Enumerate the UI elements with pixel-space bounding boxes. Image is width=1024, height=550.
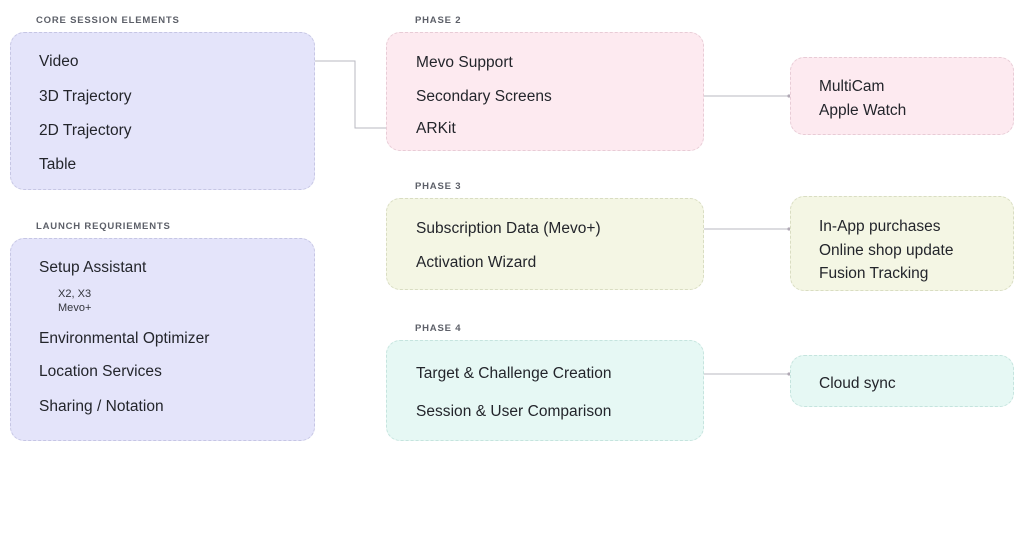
card-core-session-elements[interactable] [10, 32, 315, 190]
core-item-2d-trajectory[interactable]: 2D Trajectory [39, 122, 132, 139]
phase3-detail-in-app-purchases: In-App purchases [819, 218, 941, 235]
phase2-detail-multicam: MultiCam [819, 78, 885, 95]
phase2-detail-list: MultiCam Apple Watch [819, 75, 906, 122]
caption-core-session-elements: CORE SESSION ELEMENTS [36, 15, 180, 26]
card-phase-3[interactable] [386, 198, 704, 290]
phase3-item-subscription-data[interactable]: Subscription Data (Mevo+) [416, 220, 601, 237]
card-phase-2-detail[interactable] [790, 57, 1014, 135]
card-phase-3-detail[interactable] [790, 196, 1014, 291]
launch-subitem-mevo-plus: Mevo+ [58, 302, 92, 314]
phase3-detail-fusion-tracking: Fusion Tracking [819, 265, 929, 283]
phase4-detail-cloud-sync: Cloud sync [819, 375, 896, 392]
core-item-3d-trajectory[interactable]: 3D Trajectory [39, 88, 132, 105]
caption-launch-requirements: LAUNCH REQURIEMENTS [36, 221, 171, 232]
launch-item-environmental-optimizer[interactable]: Environmental Optimizer [39, 330, 210, 347]
core-item-video[interactable]: Video [39, 53, 79, 70]
card-phase-4[interactable] [386, 340, 704, 441]
card-phase-4-detail[interactable] [790, 355, 1014, 407]
card-phase-2[interactable] [386, 32, 704, 151]
caption-phase-3: PHASE 3 [415, 181, 462, 192]
launch-item-setup-assistant[interactable]: Setup Assistant [39, 259, 147, 276]
card-launch-requirements[interactable] [10, 238, 315, 441]
phase3-detail-online-shop-update: Online shop update [819, 241, 954, 259]
phase2-detail-apple-watch: Apple Watch [819, 101, 907, 119]
phase3-item-activation-wizard[interactable]: Activation Wizard [416, 254, 537, 271]
launch-subitem-x2-x3: X2, X3 [58, 288, 92, 300]
phase2-item-arkit[interactable]: ARKit [416, 120, 456, 137]
launch-item-sharing-notation[interactable]: Sharing / Notation [39, 398, 164, 415]
core-item-table[interactable]: Table [39, 156, 77, 173]
phase3-detail-list: In-App purchases Online shop update Fusi… [819, 215, 953, 286]
caption-phase-4: PHASE 4 [415, 323, 462, 334]
phase4-detail-list: Cloud sync [819, 372, 896, 396]
phase2-item-secondary-screens[interactable]: Secondary Screens [416, 88, 552, 105]
launch-item-location-services[interactable]: Location Services [39, 363, 162, 380]
phase4-item-target-challenge-creation[interactable]: Target & Challenge Creation [416, 365, 612, 382]
caption-phase-2: PHASE 2 [415, 15, 462, 26]
phase2-item-mevo-support[interactable]: Mevo Support [416, 54, 513, 71]
phase4-item-session-user-comparison[interactable]: Session & User Comparison [416, 403, 612, 420]
